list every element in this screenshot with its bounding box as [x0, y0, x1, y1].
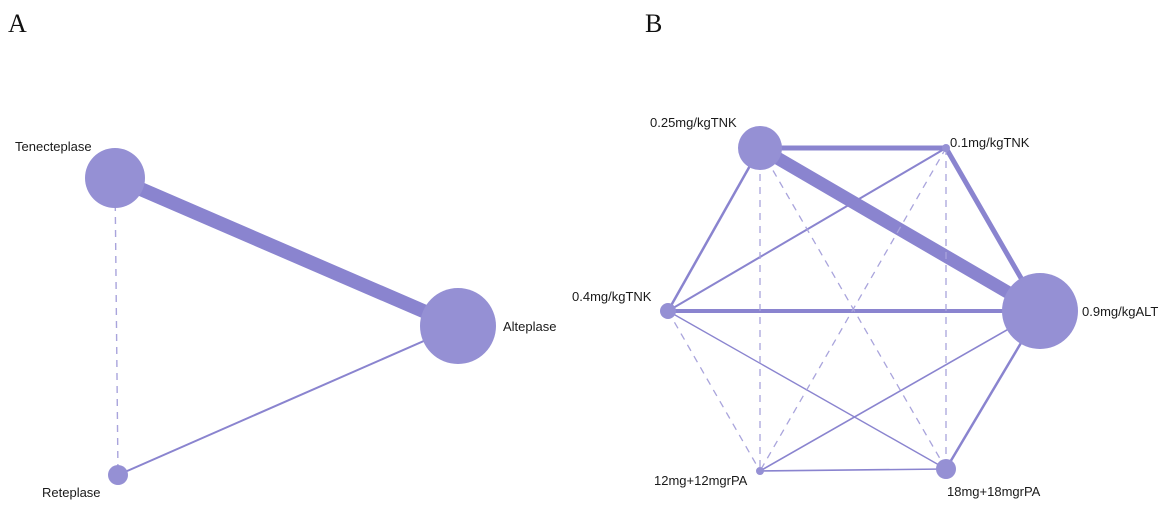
panel-a-nodes: [85, 148, 496, 485]
panel-a-node-reteplase: [108, 465, 128, 485]
panel-b-edge-tnk04-tnk025: [666, 147, 762, 312]
panel-a-edges: [112, 171, 461, 476]
panel-a-node-label-reteplase: Reteplase: [42, 485, 101, 500]
panel-b-edge-rpa12-rpa18: [759, 468, 947, 472]
panel-a-node-alteplase: [420, 288, 496, 364]
panel-b-node-label-alt09: 0.9mg/kgALT: [1082, 304, 1158, 319]
panel-a-node-tenecteplase: [85, 148, 145, 208]
panel-b-edges: [666, 142, 1044, 472]
panel-b-node-label-rpa12: 12mg+12mgrPA: [654, 473, 748, 488]
panel-b-node-label-tnk025: 0.25mg/kgTNK: [650, 115, 737, 130]
panel-a-node-label-tenecteplase: Tenecteplase: [15, 139, 92, 154]
panel-b-node-tnk01: [942, 144, 950, 152]
panel-a-edge-tenecteplase-alteplase: [112, 171, 461, 333]
panel-b-nodes: [660, 126, 1078, 479]
panel-a-letter: A: [8, 9, 27, 38]
panel-b-edge-tnk01-rpa12: [759, 147, 947, 472]
panel-b: B 0.25mg/kgTNK 0.1mg/kgTNK 0.4mg/kgTNK 0.9m…: [572, 9, 1158, 499]
panel-a-edge-tenecteplase-reteplase: [114, 177, 119, 476]
panel-a-node-label-alteplase: Alteplase: [503, 319, 556, 334]
panel-b-node-label-tnk04: 0.4mg/kgTNK: [572, 289, 652, 304]
panel-b-labels: 0.25mg/kgTNK 0.1mg/kgTNK 0.4mg/kgTNK 0.9mg/…: [572, 115, 1158, 499]
panel-b-edge-rpa12-alt09: [759, 310, 1041, 472]
panel-b-node-label-rpa18: 18mg+18mgrPA: [947, 484, 1041, 499]
panel-b-node-alt09: [1002, 273, 1078, 349]
panel-b-edge-tnk04-rpa12: [667, 310, 761, 472]
panel-b-letter: B: [645, 9, 662, 38]
panel-b-node-rpa18: [936, 459, 956, 479]
panel-b-node-label-tnk01: 0.1mg/kgTNK: [950, 135, 1030, 150]
panel-a-edge-reteplase-alteplase: [117, 325, 459, 476]
panel-b-node-rpa12: [756, 467, 764, 475]
panel-b-node-tnk025: [738, 126, 782, 170]
panel-b-edge-tnk025-alt09: [756, 142, 1044, 317]
panel-b-node-tnk04: [660, 303, 676, 319]
